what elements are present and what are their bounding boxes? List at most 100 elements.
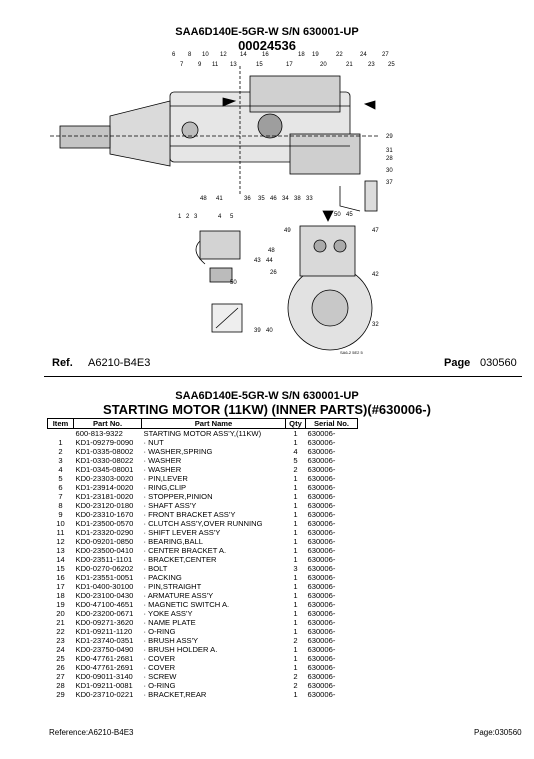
callout-34: 34 (282, 196, 289, 202)
callout-11: 11 (212, 62, 219, 68)
qty-cell: 1 (293, 519, 298, 528)
qty-cell: 2 (293, 681, 298, 690)
callout-17: 17 (286, 62, 293, 68)
serial-no-cell: 630006- (307, 663, 336, 672)
callout-6: 6 (172, 52, 176, 58)
qty-cell: 1 (293, 618, 298, 627)
qty-cell: 1 (293, 474, 298, 483)
part-no-cell: KD0-47761-2691 (75, 663, 134, 672)
qty-cell: 1 (293, 690, 298, 699)
serial-no-cell: 630006- (307, 438, 336, 447)
item-cell: 22 (56, 627, 65, 636)
column-header-qty: Qty (285, 418, 306, 429)
serial-no-cell: 630006- (307, 519, 336, 528)
serial-no-cell: 630006- (307, 564, 336, 573)
part-no-cell: KD1-0330-08022 (75, 456, 134, 465)
serial-no-cell: 630006- (307, 645, 336, 654)
callout-30: 30 (386, 168, 393, 174)
part-no-cell: KD0-23200-0671 (75, 609, 134, 618)
qty-cell: 2 (293, 636, 298, 645)
footer-reference: Reference:A6210-B4E3 (49, 728, 134, 737)
qty-cell: 4 (293, 447, 298, 456)
arrow-right-icon (222, 97, 237, 107)
qty-cell: 1 (293, 663, 298, 672)
callout-7: 7 (180, 62, 184, 68)
part-no-cell: KD1-23181-0020 (75, 492, 134, 501)
item-cell: 7 (58, 492, 63, 501)
serial-no-cell: 630006- (307, 429, 336, 438)
item-cell: 13 (56, 546, 65, 555)
part-name-cell: · COVER (143, 654, 176, 663)
callout-10: 10 (202, 52, 209, 58)
item-cell: 11 (56, 528, 65, 537)
serial-no-cell: 630006- (307, 609, 336, 618)
part-no-cell: KD1-0400-30100 (75, 582, 134, 591)
qty-cell: 1 (293, 555, 298, 564)
magnetic-switch-shape (249, 75, 341, 113)
item-cell: 20 (56, 609, 65, 618)
callout-49: 49 (284, 228, 291, 234)
part-name-cell: STARTING MOTOR ASS'Y,(11KW) (143, 429, 262, 438)
serial-no-cell: 630006- (307, 528, 336, 537)
callout-5: 5 (230, 214, 234, 220)
part-name-cell: · O-RING (143, 681, 176, 690)
item-cell: 18 (56, 591, 65, 600)
part-name-cell: · BRUSH HOLDER A. (143, 645, 218, 654)
diagram-callouts: 6 8 10 12 14 16 18 19 22 24 27 7 9 11 13… (172, 52, 395, 355)
callout-14: 14 (240, 52, 247, 58)
part-no-cell: KD0-09201-0850 (75, 537, 134, 546)
item-cell: 16 (56, 573, 65, 582)
serial-no-cell: 630006- (307, 546, 336, 555)
serial-no-cell: 630006- (307, 573, 336, 582)
part-name-cell: · NAME PLATE (143, 618, 196, 627)
part-no-cell: KD1-23320-0290 (75, 528, 134, 537)
table-row: 23 KD1-23740-0351 · BRUSH ASS'Y 2 630006- (48, 636, 358, 645)
part-name-cell: · BOLT (143, 564, 168, 573)
callout-37: 37 (386, 180, 393, 186)
part-name-cell: · CENTER BRACKET A. (143, 546, 227, 555)
callout-12: 12 (220, 52, 227, 58)
qty-cell: 1 (293, 573, 298, 582)
serial-no-cell: 630006- (307, 636, 336, 645)
callout-50-top: 50 (334, 212, 341, 218)
serial-no-cell: 630006- (307, 483, 336, 492)
part-name-cell: · BEARING,BALL (143, 537, 204, 546)
callout-22: 22 (336, 52, 343, 58)
part-name-cell: · PIN,LEVER (143, 474, 188, 483)
serial-no-cell: 630006- (307, 627, 336, 636)
parts-table: Item Part No. Part Name Qty Serial No. 6… (47, 418, 358, 699)
part-no-cell: KD0-0270-06202 (75, 564, 134, 573)
item-cell: 23 (56, 636, 65, 645)
qty-cell: 1 (293, 591, 298, 600)
document-code: 00024536 (238, 38, 296, 53)
part-name-cell: · PACKING (143, 573, 182, 582)
serial-no-cell: 630006- (307, 456, 336, 465)
part-name-cell: · BRUSH ASS'Y (143, 636, 199, 645)
item-cell: 9 (58, 510, 63, 519)
serial-no-cell: 630006- (307, 591, 336, 600)
callout-43: 43 (254, 258, 261, 264)
qty-cell: 3 (293, 564, 298, 573)
part-no-cell: 600-813-9322 (75, 429, 123, 438)
callout-13: 13 (230, 62, 237, 68)
callout-9: 9 (198, 62, 202, 68)
item-cell: 12 (56, 537, 65, 546)
part-no-cell: KD1-23740-0351 (75, 636, 134, 645)
page-label: Page (444, 357, 471, 369)
serial-no-cell: 630006- (307, 672, 336, 681)
callout-44: 44 (266, 258, 273, 264)
exploded-parts-diagram: 6 8 10 12 14 16 18 19 22 24 27 7 9 11 13… (50, 52, 395, 355)
part-name-cell: · FRONT BRACKET ASS'Y (143, 510, 236, 519)
document-model-header: SAA6D140E-5GR-W S/N 630001-UP (175, 26, 359, 38)
callout-31: 31 (386, 148, 393, 154)
qty-cell: 5 (293, 456, 298, 465)
